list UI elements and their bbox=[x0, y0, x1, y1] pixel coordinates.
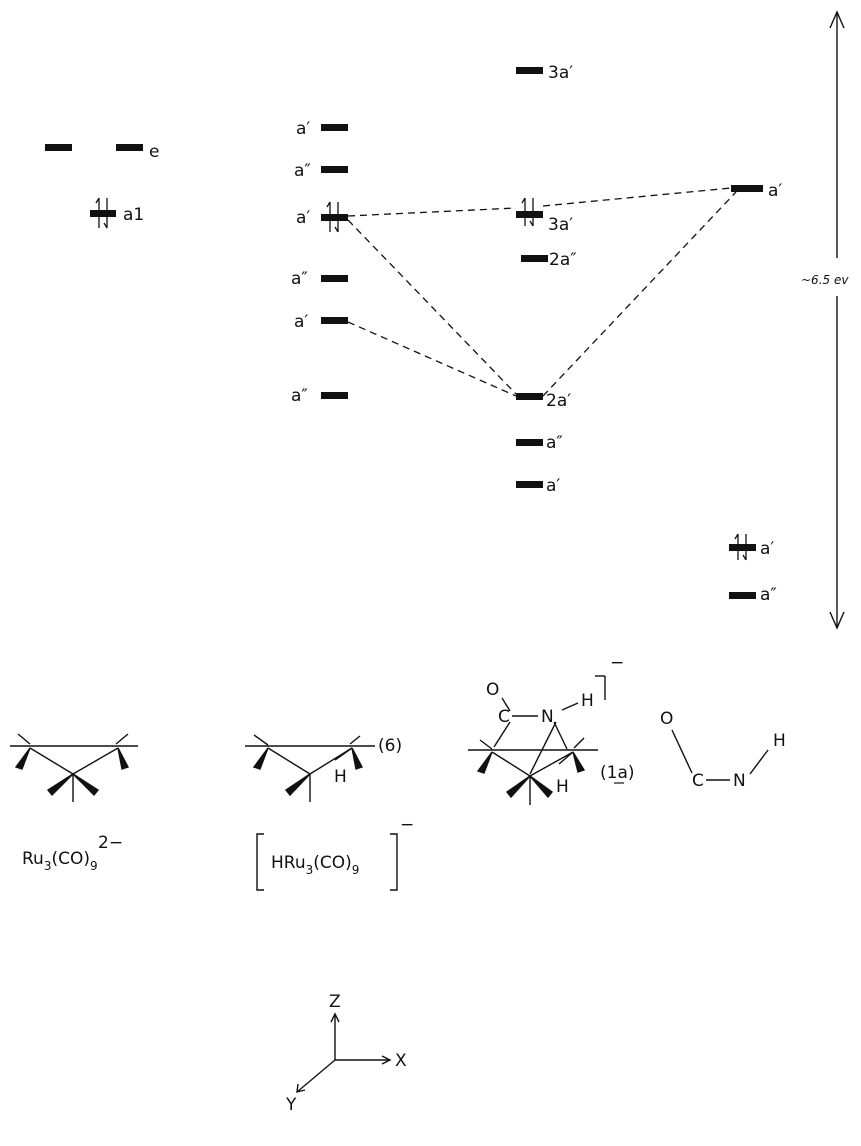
complex-level-4 bbox=[516, 393, 543, 400]
ligand-level-3 bbox=[729, 592, 756, 599]
electron-pair-arrows bbox=[521, 197, 534, 227]
ligand-levels: a′ a′ a″ bbox=[729, 181, 782, 605]
ligand-atom-n: N bbox=[733, 771, 746, 791]
complex-atom-h-bridge: H bbox=[556, 777, 569, 797]
hru3-level-1-label: a′ bbox=[296, 119, 310, 139]
electron-pair-arrows bbox=[326, 201, 339, 233]
ru3-level-a1-label: a1 bbox=[123, 205, 144, 225]
ru3-formula: Ru3(CO)92− bbox=[22, 833, 123, 873]
hru3-formula: HRu3(CO)9− bbox=[271, 815, 414, 877]
coordinate-axes bbox=[296, 1012, 392, 1093]
hru3-level-4-label: a″ bbox=[291, 269, 308, 289]
hru3-level-3 bbox=[321, 214, 348, 221]
hru3-brackets bbox=[256, 833, 398, 891]
ligand-atom-o: O bbox=[660, 709, 673, 729]
ligand-level-1 bbox=[731, 185, 763, 192]
hru3-level-2-label: a″ bbox=[294, 161, 311, 181]
electron-pair-arrows bbox=[734, 533, 747, 561]
complex-level-2-label: 3a′ bbox=[548, 215, 573, 235]
ligand-level-1-label: a′ bbox=[768, 181, 782, 201]
complex-level-3-label: 2a″ bbox=[549, 250, 577, 270]
ru3-level-e-1 bbox=[45, 144, 72, 151]
energy-scale-label: ~6.5 ev bbox=[801, 273, 849, 287]
complex-level-1 bbox=[516, 67, 543, 74]
hru3-level-6 bbox=[321, 392, 348, 399]
complex-levels: 3a′ 3a′ 2a″ 2a′ a″ a′ bbox=[516, 63, 577, 496]
complex-level-3 bbox=[521, 255, 548, 262]
ru3-level-e-2 bbox=[116, 144, 143, 151]
complex-level-4-label: 2a′ bbox=[546, 391, 571, 411]
correlation-line bbox=[542, 187, 732, 207]
complex-charge: − bbox=[610, 653, 624, 673]
hru3-level-4 bbox=[321, 275, 348, 282]
correlation-lines bbox=[347, 187, 737, 397]
complex-level-6-label: a′ bbox=[546, 476, 560, 496]
hru3-levels: a′ a″ a′ a″ a′ a″ bbox=[291, 119, 348, 406]
ru3-levels: e a1 bbox=[45, 142, 159, 229]
complex-level-5 bbox=[516, 439, 543, 446]
ligand-atom-c: C bbox=[692, 771, 704, 791]
hru3-level-6-label: a″ bbox=[291, 386, 308, 406]
complex-level-6 bbox=[516, 481, 543, 488]
complex-level-5-label: a″ bbox=[546, 433, 563, 453]
hru3-structure bbox=[245, 734, 375, 802]
hru3-level-5-label: a′ bbox=[294, 312, 308, 332]
energy-scale-arrowhead-down bbox=[829, 611, 845, 630]
hru3-level-2 bbox=[321, 166, 348, 173]
energy-scale-arrowhead-up bbox=[829, 10, 845, 29]
hru3-h-label: H bbox=[334, 767, 347, 787]
complex-compound-label: (1a) bbox=[600, 763, 635, 783]
ligand-atom-h: H bbox=[773, 731, 786, 751]
hru3-level-3-label: a′ bbox=[296, 208, 310, 228]
ligand-level-3-label: a″ bbox=[760, 585, 777, 605]
electron-pair-arrows bbox=[95, 197, 108, 229]
ligand-level-2 bbox=[729, 544, 756, 551]
correlation-line bbox=[542, 191, 737, 397]
correlation-line bbox=[347, 207, 517, 217]
complex-level-1-label: 3a′ bbox=[548, 63, 573, 83]
axis-y-label: Y bbox=[285, 1095, 297, 1115]
complex-atom-n: N bbox=[541, 707, 554, 727]
complex-atom-c: C bbox=[498, 707, 510, 727]
correlation-line bbox=[347, 321, 517, 397]
ru3-level-a1 bbox=[90, 210, 116, 217]
complex-structure bbox=[468, 675, 606, 805]
ligand-level-2-label: a′ bbox=[760, 539, 774, 559]
complex-level-2 bbox=[516, 211, 543, 218]
ru3-level-e-label: e bbox=[149, 142, 159, 162]
energy-scale bbox=[829, 10, 845, 630]
ru3-structure bbox=[10, 733, 138, 802]
axis-x-label: X bbox=[395, 1051, 407, 1071]
ligand-structure bbox=[671, 729, 769, 781]
complex-atom-h-top: H bbox=[581, 691, 594, 711]
axis-z-label: Z bbox=[329, 992, 341, 1012]
hru3-level-5 bbox=[321, 317, 348, 324]
hru3-level-1 bbox=[321, 124, 348, 131]
correlation-line bbox=[347, 219, 517, 395]
complex-atom-o: O bbox=[486, 680, 499, 700]
hru3-compound-label: (6) bbox=[378, 736, 402, 756]
